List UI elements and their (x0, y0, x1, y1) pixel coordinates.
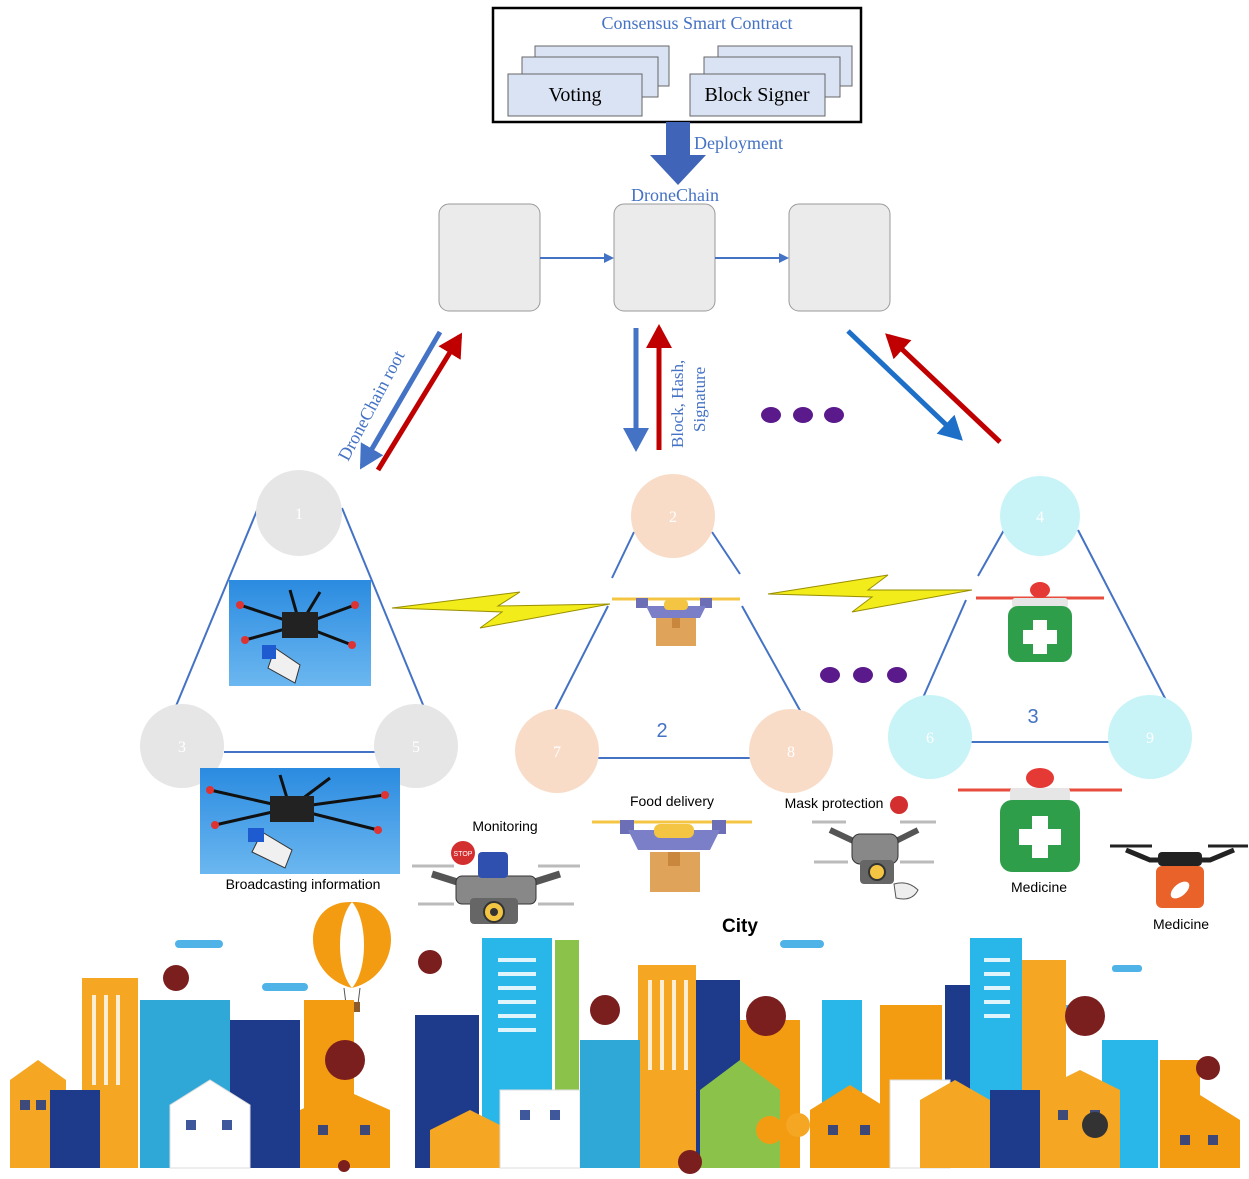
city-skyline-illustration (10, 901, 1240, 1174)
monitoring-drone-icon: STOP (412, 841, 580, 924)
contract-title: Consensus Smart Contract (602, 13, 793, 33)
cluster-2-number: 2 (656, 720, 667, 742)
blockchain (438, 203, 891, 312)
food-delivery-caption: Food delivery (630, 793, 714, 809)
node-6 (888, 695, 972, 779)
voting-label: Voting (549, 84, 602, 106)
medicine-drone-large-icon (958, 768, 1122, 872)
node-6-label: 6 (926, 730, 934, 747)
node-3 (140, 704, 224, 788)
right-arrows (846, 329, 1002, 444)
stop-sign-label: STOP (454, 851, 473, 858)
ellipsis-dots-top (761, 407, 844, 423)
dronechain-label: DroneChain (631, 185, 719, 205)
left-arrows (359, 330, 463, 472)
voting-stack: Voting (507, 45, 670, 117)
cluster-2: 2 7 8 2 (515, 474, 833, 793)
node-3-label: 3 (178, 739, 186, 756)
node-7-label: 7 (553, 744, 561, 761)
block-hash-label-2: Signature (690, 367, 709, 432)
node-4 (1000, 476, 1080, 556)
block-1 (438, 203, 541, 312)
node-7 (515, 709, 599, 793)
medicine-drone-dark-icon (1110, 844, 1248, 908)
node-2-label: 2 (669, 509, 677, 526)
node-1 (256, 470, 342, 556)
ellipsis-dots-bottom (820, 667, 907, 683)
mask-protection-caption: Mask protection (785, 795, 884, 811)
node-5-label: 5 (412, 739, 420, 756)
node-2 (631, 474, 715, 558)
block-3 (788, 203, 891, 312)
cluster-3-number: 3 (1027, 706, 1038, 728)
node-4-label: 4 (1036, 509, 1044, 526)
lightning-bolt-2 (767, 574, 973, 613)
cluster-3: 4 6 9 3 (888, 476, 1192, 779)
block-signer-stack: Block Signer (689, 45, 853, 117)
cluster-1: 1 3 5 (140, 470, 458, 788)
medicine-drone-small-icon (976, 582, 1104, 662)
middle-arrows (623, 324, 672, 452)
city-caption: City (722, 916, 758, 937)
medicine-caption-1: Medicine (1011, 879, 1067, 895)
delivery-drone-small-icon (612, 597, 740, 646)
mask-protection-drone-icon (812, 796, 936, 900)
deployment-arrow (650, 122, 706, 185)
node-5 (374, 704, 458, 788)
node-8 (749, 709, 833, 793)
monitoring-caption: Monitoring (472, 818, 537, 834)
block-signer-label: Block Signer (705, 84, 810, 106)
deployment-label: Deployment (694, 133, 783, 153)
octocopter-photo-1 (229, 580, 371, 686)
lightning-bolt-1 (391, 591, 611, 629)
food-delivery-drone-icon (592, 820, 752, 892)
block-2 (613, 203, 716, 312)
node-8-label: 8 (787, 744, 795, 761)
medicine-caption-2: Medicine (1153, 916, 1209, 932)
node-9 (1108, 695, 1192, 779)
block-hash-label-1: Block, Hash, (668, 360, 687, 448)
consensus-smart-contract-box: Consensus Smart Contract Voting Block Si… (491, 6, 863, 124)
node-9-label: 9 (1146, 730, 1154, 747)
broadcasting-caption: Broadcasting information (226, 876, 381, 892)
octocopter-photo-2 (200, 768, 400, 874)
node-1-label: 1 (295, 506, 303, 523)
